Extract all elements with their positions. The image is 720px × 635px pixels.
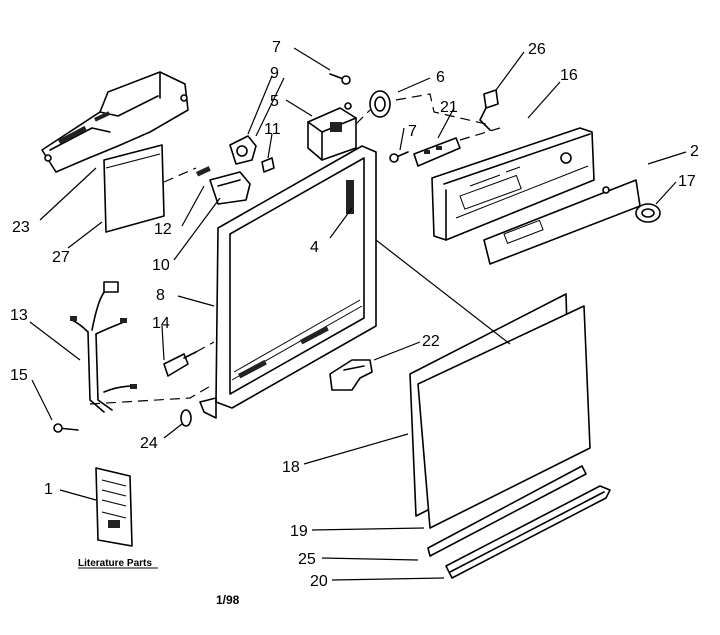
part-15-screw [53,423,79,433]
callout-21: 21 [440,99,458,116]
part-21-switch-bar [413,137,461,167]
part-14-sensor [163,351,197,377]
callout-12: 12 [154,221,172,238]
part-17-knob [635,203,661,223]
part-16-control-panel [431,127,595,241]
callout-22: 22 [422,333,440,350]
callout-15: 15 [10,367,28,384]
leader-lines [29,47,687,581]
callout-8: 8 [156,287,165,304]
part-22-bracket [329,359,373,391]
callout-25: 25 [298,551,316,568]
callout-13: 13 [10,307,28,324]
diagram-code: 1/98 [216,593,240,607]
part-7-screw-top [329,73,351,85]
part-19-trim-strip [427,465,587,557]
callout-4: 4 [310,239,319,256]
callout-9: 9 [270,65,279,82]
part-24-plug [180,409,192,427]
part-1-literature-booklet [95,467,133,547]
part-27-insulation [103,144,165,233]
part-26-clip [479,89,499,131]
callout-7-top: 7 [272,39,281,56]
part-5-timer [307,102,357,161]
callout-10: 10 [152,257,170,274]
part-10-latch-housing [209,171,251,205]
callout-23: 23 [12,219,30,236]
callout-20: 20 [310,573,328,590]
assembly-lines [89,93,511,405]
callout-26: 26 [528,41,546,58]
part-12-spacer [196,166,211,177]
part-9-latch-bracket [229,135,257,165]
part-18-door-panel [409,293,591,529]
callout-7-middle: 7 [408,123,417,140]
literature-parts-caption: Literature Parts [78,558,152,569]
callout-2: 2 [690,143,699,160]
callout-11: 11 [264,121,281,138]
part-13-wire-harness [70,281,137,413]
callout-17: 17 [678,173,696,190]
part-7-screw-middle [389,151,409,163]
callout-labels: 7 26 9 6 16 5 21 11 7 2 17 23 12 27 10 4… [10,39,699,590]
callout-19: 19 [290,523,308,540]
callout-27: 27 [52,249,70,266]
callout-24: 24 [140,435,158,452]
part-8-door-frame [199,145,377,419]
callout-5: 5 [270,93,279,110]
callout-1: 1 [44,481,53,498]
part-23-vent-housing [41,71,189,173]
callout-6: 6 [436,69,445,86]
part-6-actuator [369,90,391,118]
part-20-bottom-trim [445,485,611,579]
callout-16: 16 [560,67,578,84]
part-11-switch [261,157,275,173]
callout-14: 14 [152,315,170,332]
callout-18: 18 [282,459,300,476]
